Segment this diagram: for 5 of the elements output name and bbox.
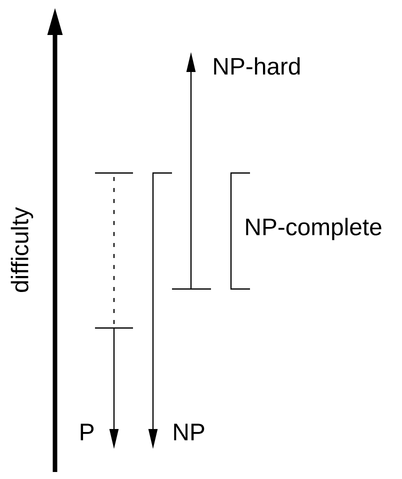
class-label: NP-hard bbox=[214, 57, 300, 75]
class-label: NP-complete bbox=[246, 218, 382, 240]
class-label: P bbox=[80, 424, 94, 440]
axis-label: difficulty bbox=[10, 207, 34, 292]
class-label: NP bbox=[174, 424, 204, 440]
